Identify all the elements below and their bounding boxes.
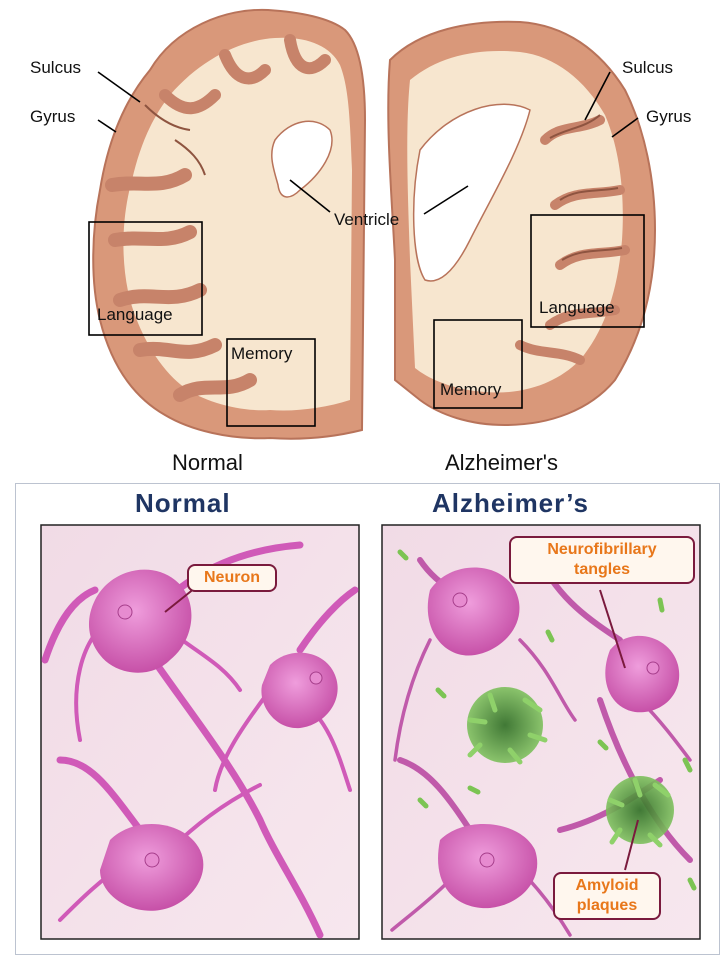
neuron-callout-text: Neuron [204, 569, 260, 586]
plaques-line-2: plaques [561, 896, 653, 916]
tangles-line-1: Neurofibrillary [517, 540, 687, 560]
plaques-line-1: Amyloid [561, 876, 653, 896]
neurofibrillary-tangles-callout: Neurofibrillary tangles [509, 536, 695, 584]
tangles-line-2: tangles [517, 560, 687, 580]
neuron-callout: Neuron [187, 564, 277, 592]
amyloid-plaques-callout: Amyloid plaques [553, 872, 661, 920]
